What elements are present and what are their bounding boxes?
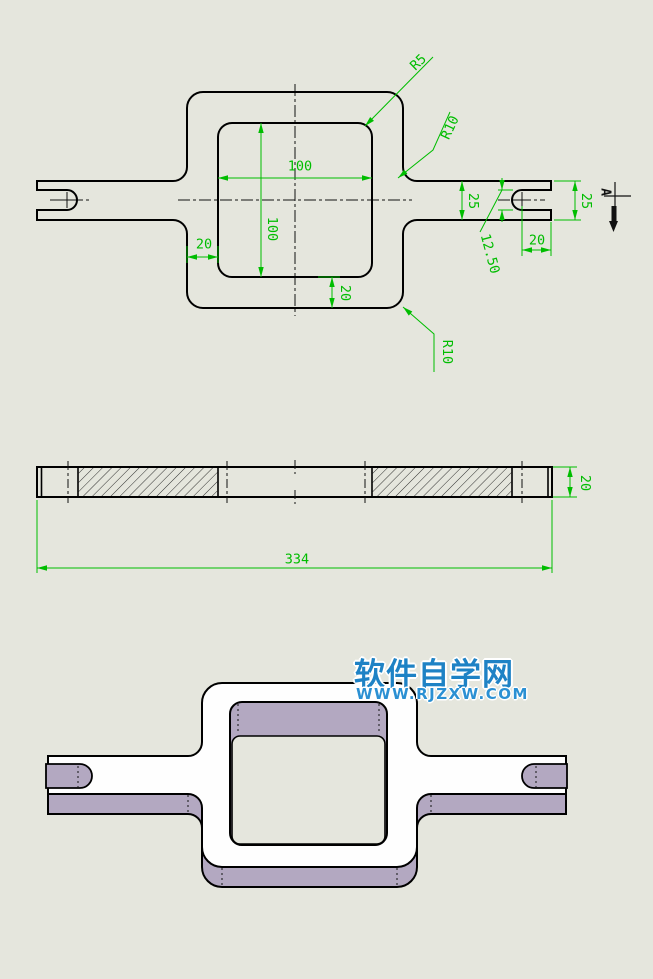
dim-wall-left-label: 20 <box>195 236 213 253</box>
top-view <box>36 56 631 372</box>
dimension-arrows <box>187 117 578 316</box>
dim-inner-width-label: 100 <box>287 158 313 175</box>
section-view <box>36 460 577 573</box>
inner-square-hole <box>217 122 373 278</box>
hatch-right <box>372 468 512 496</box>
dimension-lines <box>186 56 581 372</box>
dim-slot-depth-label: 20 <box>528 232 546 249</box>
dim-fork-end-width-label: 25 <box>577 192 594 210</box>
dim-total-length-label: 334 <box>284 551 310 568</box>
tangent-edges <box>77 704 537 885</box>
watermark-url: WWW.RJZXW.COM <box>356 685 529 703</box>
section-arrow-A <box>604 182 631 232</box>
slot-center-marks <box>59 192 531 208</box>
dim-thickness-label: 20 <box>576 474 593 492</box>
section-centerlines <box>67 460 523 504</box>
section-label-A: A <box>597 188 613 196</box>
section-dimension-lines <box>36 466 577 573</box>
iso-view <box>45 682 568 888</box>
hatch-left <box>78 468 218 496</box>
right-slot <box>521 763 568 789</box>
dim-inner-height-label: 100 <box>263 216 280 242</box>
dim-arm-width-label: 25 <box>464 192 481 210</box>
hole-opening <box>231 735 386 845</box>
radius-corner-lower-label: R10 <box>438 339 455 365</box>
part-outline <box>36 91 552 309</box>
left-slot <box>45 763 93 789</box>
watermark-title: 软件自学网 <box>354 657 514 693</box>
dim-wall-bottom-label: 20 <box>336 284 353 302</box>
